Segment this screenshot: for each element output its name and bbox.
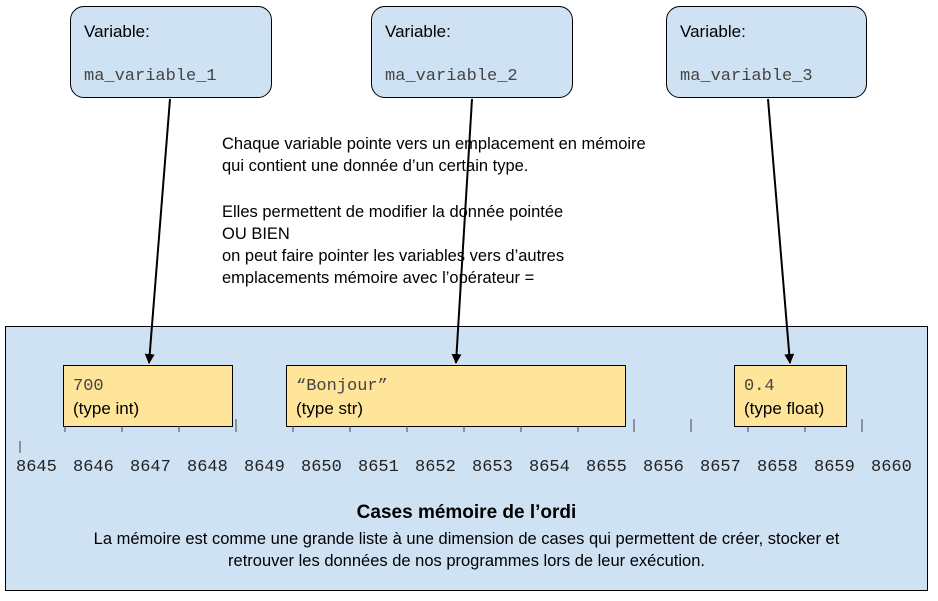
explanation-line-2: qui contient une donnée d’un certain typ…: [222, 157, 529, 175]
variable-box-1: Variable: ma_variable_1: [70, 6, 272, 98]
address-label: 8650: [301, 458, 342, 477]
explanation-line-1: Chaque variable pointe vers un emplaceme…: [222, 135, 646, 153]
explanation-line-6: emplacements mémoire avec l’opérateur =: [222, 269, 535, 287]
variable-name: ma_variable_2: [385, 67, 518, 86]
variable-name: ma_variable_3: [680, 67, 813, 86]
memory-cell-float: 0.4 (type float): [734, 365, 847, 427]
cell-type: (type str): [296, 399, 364, 418]
memory-description: La mémoire est comme une grande liste à …: [5, 528, 928, 572]
pointer-arrow-1: [144, 98, 171, 364]
memory-title: Cases mémoire de l’ordi: [356, 502, 577, 523]
memory-description-line-1: La mémoire est comme une grande liste à …: [93, 530, 840, 548]
address-label: 8660: [871, 458, 912, 477]
address-label: 8649: [244, 458, 285, 477]
address-label: 8647: [130, 458, 171, 477]
address-label: 8646: [73, 458, 114, 477]
address-label: 8654: [529, 458, 570, 477]
address-label: 8655: [586, 458, 627, 477]
address-label: 8656: [643, 458, 684, 477]
variable-label: Variable:: [680, 22, 746, 41]
variable-box-2: Variable: ma_variable_2: [371, 6, 573, 98]
address-label: 8657: [700, 458, 741, 477]
pointer-arrow-2: [451, 98, 473, 364]
variable-label: Variable:: [385, 22, 451, 41]
variable-name: ma_variable_1: [84, 67, 217, 86]
variable-label: Variable:: [84, 22, 150, 41]
address-label: 8645: [16, 458, 57, 477]
tick-marks: [19, 419, 863, 453]
address-label: 8658: [757, 458, 798, 477]
cell-type: (type float): [744, 399, 825, 418]
address-label: 8651: [358, 458, 399, 477]
cell-value: “Bonjour”: [296, 377, 388, 396]
address-label: 8659: [814, 458, 855, 477]
cell-value: 700: [73, 377, 104, 396]
explanation-line-5: on peut faire pointer les variables vers…: [222, 247, 565, 265]
memory-cell-int: 700 (type int): [63, 365, 233, 427]
cell-value: 0.4: [744, 377, 775, 396]
pointer-arrow-3: [767, 98, 795, 364]
explanation-line-4: OU BIEN: [222, 225, 290, 243]
cell-type: (type int): [73, 399, 140, 418]
explanation-line-3: Elles permettent de modifier la donnée p…: [222, 203, 564, 221]
variable-box-3: Variable: ma_variable_3: [666, 6, 867, 98]
address-label: 8652: [415, 458, 456, 477]
address-label: 8648: [187, 458, 228, 477]
memory-cell-str: “Bonjour” (type str): [286, 365, 626, 427]
address-label: 8653: [472, 458, 513, 477]
memory-description-line-2: retrouver les données de nos programmes …: [228, 552, 705, 570]
